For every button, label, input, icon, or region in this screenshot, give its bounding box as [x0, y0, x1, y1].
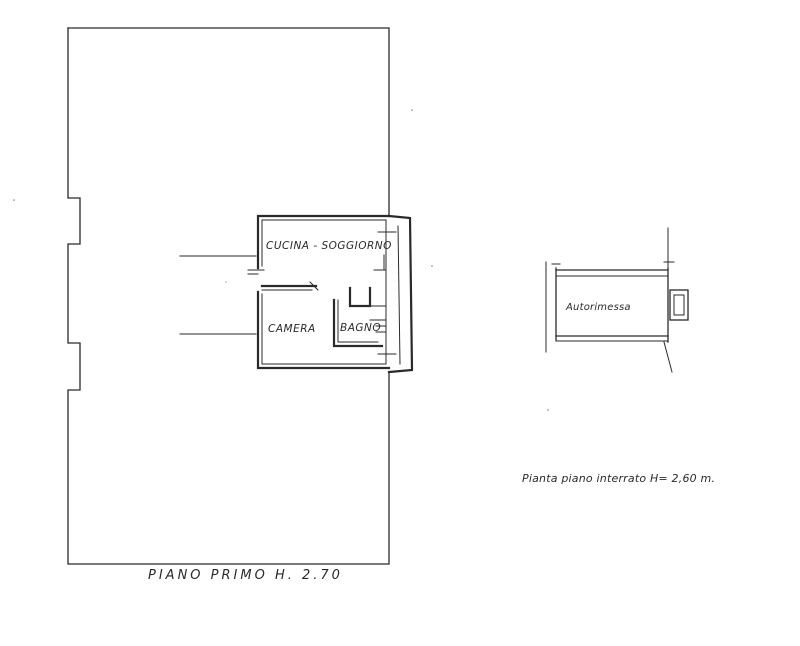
pencil-specks — [13, 109, 549, 411]
first-floor-title: PIANO PRIMO H. 2.70 — [148, 568, 343, 583]
garage-plan — [545, 227, 689, 373]
leader-lines — [179, 255, 257, 335]
room-label-kitchen-living: CUCINA - SOGGIORNO — [266, 240, 392, 252]
basement-caption: Pianta piano interrato H= 2,60 m. — [522, 472, 716, 485]
apartment-unit — [247, 214, 414, 374]
room-label-bathroom: BAGNO — [340, 322, 382, 334]
garage-label: Autorimessa — [566, 302, 631, 313]
room-label-bedroom: CAMERA — [268, 323, 316, 335]
building-outline — [67, 27, 390, 565]
